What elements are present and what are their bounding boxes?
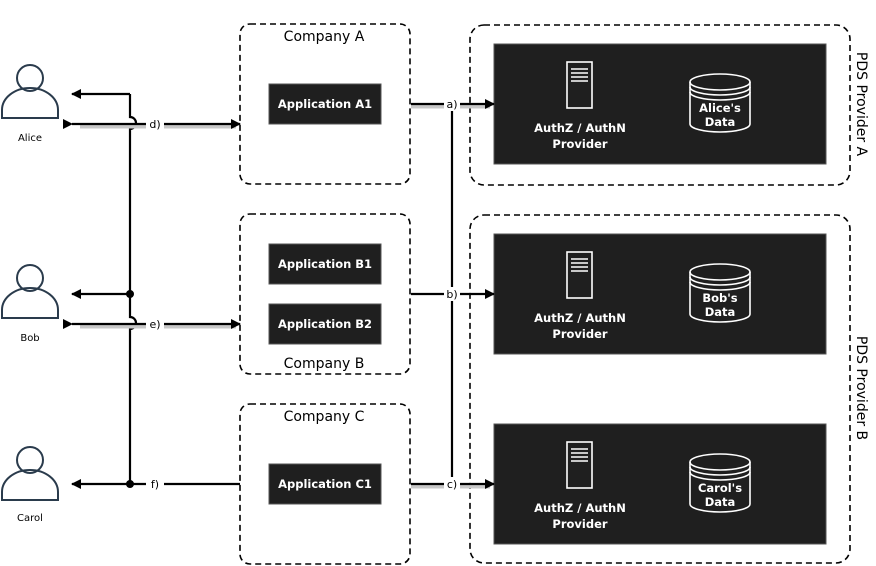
junction-dot — [126, 480, 134, 488]
link-a-label-bg — [444, 97, 460, 111]
link-e-label: e) — [149, 318, 160, 331]
company-a-title: Company A — [284, 29, 365, 45]
user-icon — [0, 264, 59, 319]
database-icon — [689, 453, 751, 513]
application-c1: Application C1 — [268, 463, 382, 505]
pds-provider-b-label: PDS Provider B — [853, 336, 869, 440]
data-label-line1: Carol's — [698, 481, 742, 495]
application-c1-label: Application C1 — [278, 477, 372, 491]
company-c-title: Company C — [284, 409, 365, 425]
auth-provider-label-line1: AuthZ / AuthN — [534, 121, 626, 135]
server-icon — [566, 251, 593, 299]
user-icon — [0, 64, 59, 119]
link-d-label: d) — [149, 118, 160, 131]
application-b1-label: Application B1 — [278, 257, 372, 271]
link-c-label: c) — [447, 478, 457, 491]
store-bob: AuthZ / AuthN Provider Bob's Data — [493, 233, 827, 355]
user-icon — [0, 446, 59, 501]
database-icon — [689, 73, 751, 133]
data-label-line2: Data — [705, 305, 736, 319]
server-icon — [566, 61, 593, 109]
auth-provider-label-line2: Provider — [552, 517, 607, 531]
link-c-label-bg — [444, 477, 460, 491]
store-alice: AuthZ / AuthN Provider Alice's Data — [493, 43, 827, 165]
link-e-label-bg — [146, 317, 164, 331]
data-label-line2: Data — [705, 495, 736, 509]
link-d-label-bg — [146, 117, 164, 131]
link-f-label: f) — [151, 478, 159, 491]
alice-label: Alice — [18, 133, 42, 144]
link-b-label: b) — [446, 288, 457, 301]
junction-dot — [126, 290, 134, 298]
pds-provider-a-label: PDS Provider A — [853, 52, 869, 157]
link-f-label-bg — [146, 477, 164, 491]
data-label-line2: Data — [705, 115, 736, 129]
link-b-label-bg — [444, 287, 460, 301]
server-icon — [566, 441, 593, 489]
application-b2-label: Application B2 — [278, 317, 372, 331]
auth-provider-label-line2: Provider — [552, 137, 607, 151]
user-trunk-line — [128, 94, 138, 484]
auth-provider-label-line1: AuthZ / AuthN — [534, 311, 626, 325]
auth-provider-label-line1: AuthZ / AuthN — [534, 501, 626, 515]
application-a1-label: Application A1 — [278, 97, 372, 111]
application-b1: Application B1 — [268, 243, 382, 285]
application-b2: Application B2 — [268, 303, 382, 345]
bob-label: Bob — [20, 333, 39, 344]
database-icon — [689, 263, 751, 323]
alice-person: Alice — [0, 64, 59, 144]
company-b-title: Company B — [284, 356, 365, 372]
application-a1: Application A1 — [268, 83, 382, 125]
data-label-line1: Alice's — [699, 101, 741, 115]
store-carol: AuthZ / AuthN Provider Carol's Data — [493, 423, 827, 545]
data-label-line1: Bob's — [702, 291, 737, 305]
bob-person: Bob — [0, 264, 59, 344]
carol-label: Carol — [17, 513, 43, 524]
link-a-label: a) — [446, 98, 457, 111]
auth-provider-label-line2: Provider — [552, 327, 607, 341]
carol-person: Carol — [0, 446, 59, 524]
company-b-container — [239, 213, 411, 375]
